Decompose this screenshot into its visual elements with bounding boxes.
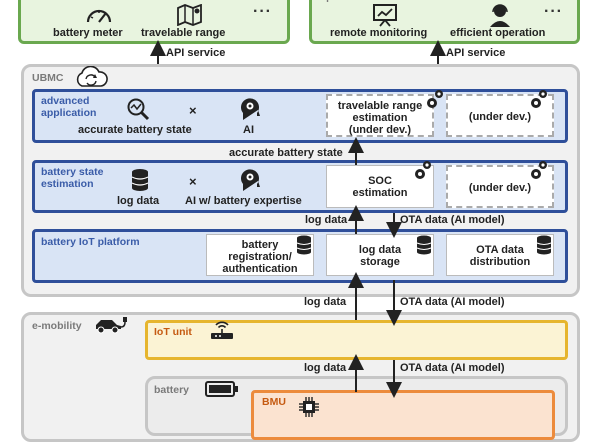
database-icon-1 <box>131 169 149 191</box>
ai-expertise-head-icon <box>241 169 260 191</box>
e-mobility-title: e-mobility <box>32 320 82 332</box>
log-data-arrow-label-2: log data <box>304 296 347 308</box>
ai-head-icon <box>241 98 260 120</box>
operator-title: operator <box>320 0 361 3</box>
ai-item: AI <box>243 124 254 136</box>
efficient-operation-label: efficient operation <box>450 27 546 39</box>
user-title: user <box>31 0 52 3</box>
gears-icon-4 <box>531 161 547 179</box>
ai-battery-expertise-item: AI w/ battery expertise <box>185 195 302 207</box>
bmu-title: BMU <box>262 396 286 408</box>
operator-panel: operator remote monitoring efficient ope… <box>309 0 580 44</box>
ota-data-arrow-label-3: OTA data (AI model) <box>400 362 505 374</box>
battery-state-estimation-title: battery state estimation <box>41 166 104 190</box>
router-icon <box>211 321 233 339</box>
ota-data-arrow-label-2: OTA data (AI model) <box>400 296 505 308</box>
database-icon-2 <box>296 235 312 255</box>
times-symbol-2: × <box>189 174 197 189</box>
map-icon <box>177 4 202 26</box>
battery-title: battery <box>154 384 190 396</box>
accurate-battery-state-arrow-label: accurate battery state <box>229 147 343 159</box>
log-data-storage-box: log data storage <box>326 234 434 276</box>
presentation-board-icon <box>373 4 397 27</box>
battery-meter-icon <box>86 9 112 23</box>
accurate-battery-state-item: accurate battery state <box>78 124 192 136</box>
user-panel: user battery meter travelable range ··· <box>18 0 290 44</box>
api-service-label-operator: API service <box>446 47 506 59</box>
battery-meter-label: battery meter <box>53 27 123 39</box>
gears-icon-2 <box>531 90 547 108</box>
magnifier-chart-icon <box>127 98 150 121</box>
electric-car-icon <box>96 317 127 334</box>
battery-icon <box>205 381 238 397</box>
chip-icon <box>299 397 319 417</box>
ubmc-title: UBMC <box>32 72 64 84</box>
gears-icon-1 <box>427 90 443 108</box>
gears-icon-3 <box>415 161 431 179</box>
travelable-range-estimation-box: travelable range estimation (under dev.) <box>326 94 434 137</box>
times-symbol-1: × <box>189 103 197 118</box>
remote-monitoring-label: remote monitoring <box>330 27 428 39</box>
battery-registration-box: battery registration/ authentication <box>206 234 314 276</box>
log-data-arrow-label-3: log data <box>304 362 347 374</box>
log-data-item: log data <box>117 195 160 207</box>
ota-data-distribution-box: OTA data distribution <box>446 234 554 276</box>
iot-unit-title: IoT unit <box>154 326 192 338</box>
database-icon-3 <box>416 235 432 255</box>
travelable-range-label: travelable range <box>141 27 226 39</box>
operator-more-dots: ··· <box>544 3 563 20</box>
ota-data-arrow-label-1: OTA data (AI model) <box>400 214 505 226</box>
cloud-sync-icon <box>76 66 108 87</box>
api-service-label-user: API service <box>166 47 226 59</box>
user-more-dots: ··· <box>253 3 272 20</box>
log-data-arrow-label-1: log data <box>305 214 348 226</box>
bmu-box <box>251 390 555 440</box>
database-icon-4 <box>536 235 552 255</box>
battery-iot-platform-title: battery IoT platform <box>41 236 140 248</box>
advanced-application-title: advanced application <box>41 95 97 119</box>
operator-headset-icon <box>490 4 510 27</box>
